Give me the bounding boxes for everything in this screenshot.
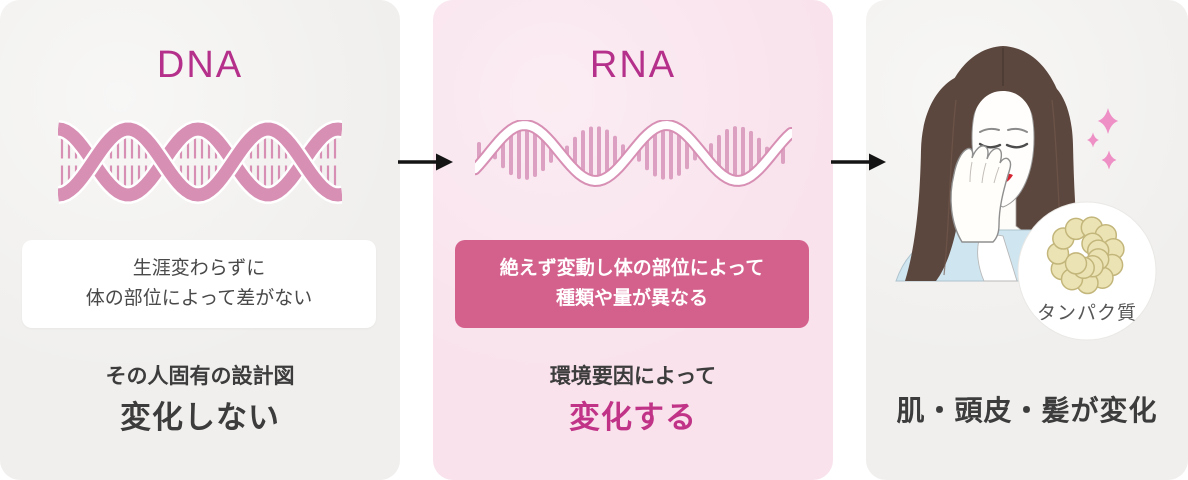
protein-cluster-icon (1046, 216, 1125, 295)
finger-crease (993, 166, 1000, 184)
rna-title: RNA (589, 44, 677, 86)
finger-crease (969, 161, 973, 183)
note-line: 絶えず変動し体の部位によって (499, 257, 765, 279)
note-line: 種類や量が異なる (555, 288, 708, 309)
panel-dna: DNA 生涯変わらずに 体の部位によって差がない その人固有の設計図 変化しない (0, 0, 400, 480)
dna-helix-icon (58, 119, 342, 205)
dna-conclusion: 変化しない (120, 400, 280, 435)
hair-front-left (905, 72, 978, 281)
finger-crease (981, 162, 987, 184)
arrow-right-icon (831, 153, 886, 171)
hairline (969, 85, 1037, 128)
result-conclusion: 肌・頭皮・髪が変化 (896, 395, 1158, 426)
panel-rna: RNA 絶えず変動し体の部位によって 種類や量が異なる 環境要因によって 変化す… (433, 0, 833, 480)
hair-strand-line (943, 99, 957, 276)
protein-label: タンパク質 (1036, 303, 1137, 324)
dna-summary: その人固有の設計図 (105, 365, 295, 388)
eye-right-closed (1005, 142, 1029, 149)
woman-face-illustration (895, 46, 1157, 341)
eyebrow-left (979, 127, 1000, 133)
sparkles-icon (1087, 108, 1119, 170)
hand (950, 145, 1012, 243)
note-line: 体の部位によって差がない (85, 288, 313, 309)
arrow-right-icon (398, 153, 453, 171)
note-line: 生涯変わらずに (132, 257, 266, 279)
panel-result: タンパク質 肌・頭皮・髪が変化 (866, 0, 1188, 480)
rna-strand-icon (475, 120, 792, 188)
dna-title: DNA (156, 44, 244, 86)
rna-note-box: 絶えず変動し体の部位によって 種類や量が異なる (455, 240, 809, 328)
eyebrow-right (1007, 127, 1028, 133)
eye-left-closed (978, 142, 1002, 149)
rna-conclusion: 変化する (569, 400, 697, 435)
rna-summary: 環境要因によって (549, 365, 717, 388)
dna-note-box: 生涯変わらずに 体の部位によって差がない (22, 240, 376, 328)
